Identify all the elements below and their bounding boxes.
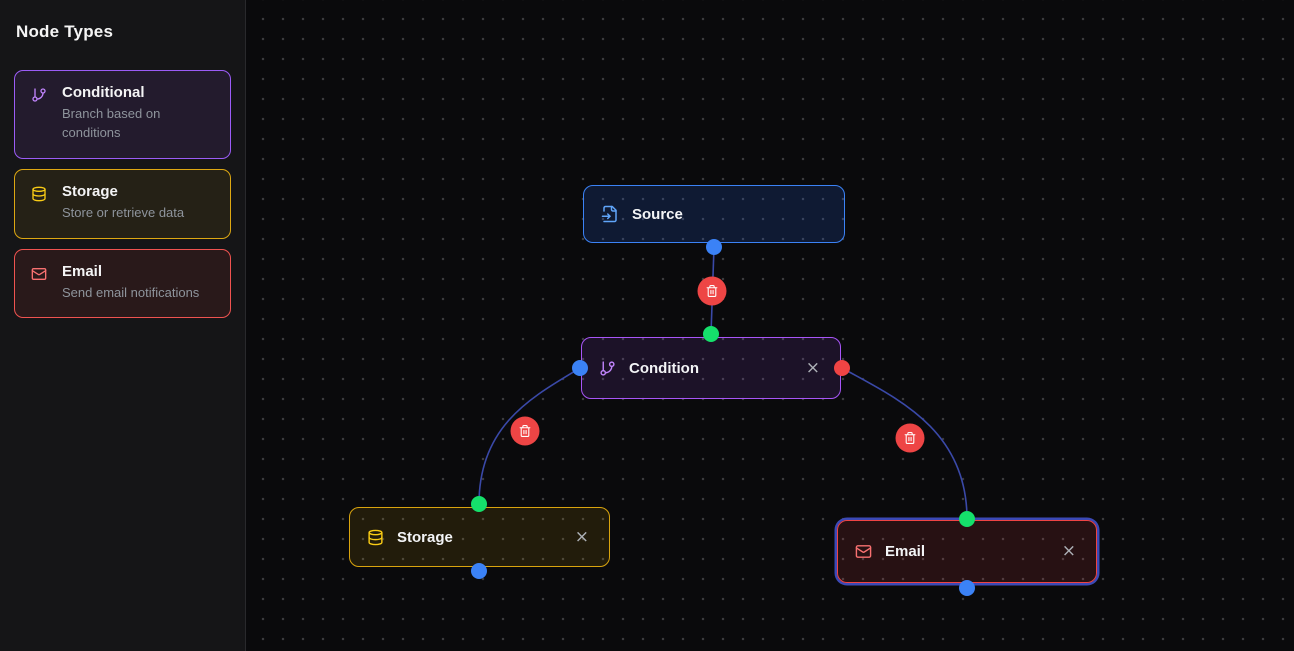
handle-email-output[interactable] [959, 580, 975, 596]
delete-edge-condition-storage-button[interactable] [510, 416, 540, 446]
palette-item-text: Email Send email notifications [62, 263, 199, 303]
edge-condition-to-storage[interactable] [478, 367, 581, 505]
handle-condition-right-output[interactable] [834, 360, 850, 376]
palette-item-label: Conditional [62, 84, 145, 101]
node-label: Source [632, 205, 683, 223]
palette-item-email[interactable]: Email Send email notifications [14, 248, 231, 319]
palette-item-description: Send email notifications [62, 284, 200, 300]
flow-canvas[interactable]: Source Condition × Storage × Email × [246, 0, 1294, 651]
node-label: Storage [397, 528, 453, 546]
node-storage[interactable]: Storage × [349, 507, 610, 567]
palette-item-description: Store or retrieve data [62, 204, 185, 220]
database-icon [367, 529, 384, 546]
git-branch-icon [599, 360, 616, 377]
palette-item-label: Email [62, 262, 103, 280]
delete-edge-source-condition-button[interactable] [697, 276, 727, 306]
git-branch-icon [31, 87, 47, 143]
node-condition[interactable]: Condition × [581, 337, 841, 399]
node-label: Email [885, 543, 926, 560]
palette-item-conditional[interactable]: Conditional Branch based on conditions [14, 70, 231, 159]
handle-source-output[interactable] [706, 239, 722, 255]
sidebar-title: Node Types [16, 22, 114, 41]
handle-storage-output[interactable] [471, 563, 487, 579]
trash-icon [904, 432, 916, 444]
node-source[interactable]: Source [583, 185, 845, 243]
handle-email-input[interactable] [959, 511, 975, 527]
handle-storage-input[interactable] [471, 496, 487, 512]
delete-edge-condition-email-button[interactable] [895, 423, 925, 453]
palette-item-description: Branch based on conditions [62, 106, 161, 140]
trash-icon [706, 285, 718, 297]
node-close-button[interactable]: × [803, 358, 823, 379]
node-email[interactable]: Email × [837, 520, 1097, 583]
palette-item-text: Conditional Branch based on conditions [62, 84, 214, 143]
palette-item-storage[interactable]: Storage Store or retrieve data [14, 168, 231, 239]
handle-condition-input[interactable] [703, 326, 719, 342]
palette-item-text: Storage Store or retrieve data [62, 183, 184, 223]
edge-condition-to-email[interactable] [841, 367, 968, 520]
database-icon [31, 186, 47, 223]
mail-icon [855, 543, 872, 560]
node-label: Condition [629, 359, 699, 377]
node-close-button[interactable]: × [1059, 541, 1079, 562]
handle-condition-left-output[interactable] [572, 360, 588, 376]
mail-icon [31, 266, 47, 303]
node-close-button[interactable]: × [572, 527, 592, 548]
node-types-sidebar: Node Types Conditional Branch based on c… [0, 0, 246, 651]
trash-icon [519, 425, 531, 437]
palette-item-label: Storage [62, 182, 118, 200]
file-input-icon [601, 205, 619, 223]
